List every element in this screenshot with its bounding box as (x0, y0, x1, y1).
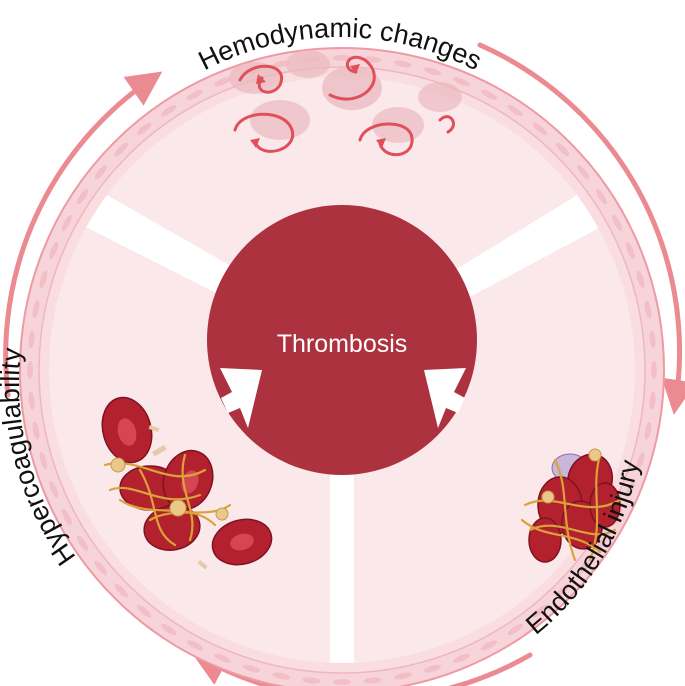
endothelial-cell (32, 422, 40, 440)
hypercoagulability-illustration (101, 396, 273, 570)
label-thrombosis: Thrombosis (277, 330, 408, 358)
endothelial-cell (644, 422, 652, 440)
endothelial-cell (186, 89, 203, 100)
endothelial-cell (214, 77, 231, 87)
cycle-arrow-top-right (477, 42, 685, 415)
endothelial-cell (333, 55, 351, 61)
endothelial-cell (612, 214, 623, 231)
endothelial-cell (161, 105, 177, 117)
endothelial-cell (577, 164, 590, 180)
endothelial-cell (39, 451, 48, 470)
endothelial-cell (394, 672, 412, 680)
endothelial-cell (114, 142, 129, 157)
endothelial-cell (333, 679, 351, 685)
endothelial-cell (595, 189, 607, 205)
endothelial-cell (114, 583, 129, 598)
endothelial-cell (507, 623, 523, 635)
endothelial-cell (453, 77, 470, 87)
endothelial-cell (214, 653, 231, 663)
endothelial-cell (272, 60, 290, 68)
endothelial-cell (186, 640, 203, 651)
endothelial-cell (423, 67, 442, 76)
endothelial-cell (136, 122, 152, 135)
arrow-from-left (220, 368, 262, 428)
separator-upper-left (52, 175, 252, 305)
endothelial-cell (651, 361, 657, 379)
endothelial-cell (242, 664, 261, 673)
endothelial-cell (555, 142, 570, 157)
endothelial-cell (28, 330, 35, 349)
endothelial-cell (423, 664, 442, 673)
endothelial-cell (649, 330, 656, 349)
endothelial-cell (636, 451, 645, 470)
endothelial-cell (39, 270, 48, 289)
endothelial-cell (481, 89, 498, 100)
endothelial-cell (161, 623, 177, 635)
endothelial-cell (61, 214, 72, 231)
thrombosis-center (207, 205, 477, 475)
endothelial-cells (27, 55, 657, 685)
endothelial-cell (77, 535, 89, 551)
endothelial-cell (94, 164, 107, 180)
endothelial-cell (61, 509, 72, 526)
endothelial-injury-illustration (520, 448, 622, 563)
endothelial-cell (32, 300, 40, 318)
endothelial-cell (625, 242, 635, 259)
cycle-arrow-bottom (191, 652, 533, 686)
endothelial-cell (136, 605, 152, 618)
endothelial-cell (577, 560, 590, 576)
endothelial-cell (453, 653, 470, 663)
arrow-from-right (424, 368, 466, 428)
endothelial-cell (555, 583, 570, 598)
endothelial-cell (625, 481, 635, 498)
endothelial-cell (636, 270, 645, 289)
endothelial-cell (363, 677, 382, 684)
endothelial-cell (532, 605, 548, 618)
endothelial-cell (28, 391, 35, 410)
endothelial-cell (507, 105, 523, 117)
endothelial-cell (481, 640, 498, 651)
endothelial-cell (595, 535, 607, 551)
endothelial-cell (644, 300, 652, 318)
center-arrows (220, 368, 466, 428)
turbulent-flow-swirls (233, 55, 455, 157)
endothelial-cell (272, 672, 290, 680)
hemodynamic-illustration (229, 50, 462, 157)
endothelial-cell (49, 481, 59, 498)
endothelial-cell (532, 122, 548, 135)
cycle-arrow-top-left (3, 71, 163, 398)
cycle-arrows (3, 42, 685, 686)
endothelial-cell (394, 60, 412, 68)
endothelial-cell (302, 677, 321, 684)
endothelial-cell (649, 391, 656, 410)
endothelial-cell (49, 242, 59, 259)
separator-bottom (330, 470, 354, 663)
endothelial-cell (27, 361, 33, 379)
endothelial-cell (77, 189, 89, 205)
endothelial-cell (94, 560, 107, 576)
